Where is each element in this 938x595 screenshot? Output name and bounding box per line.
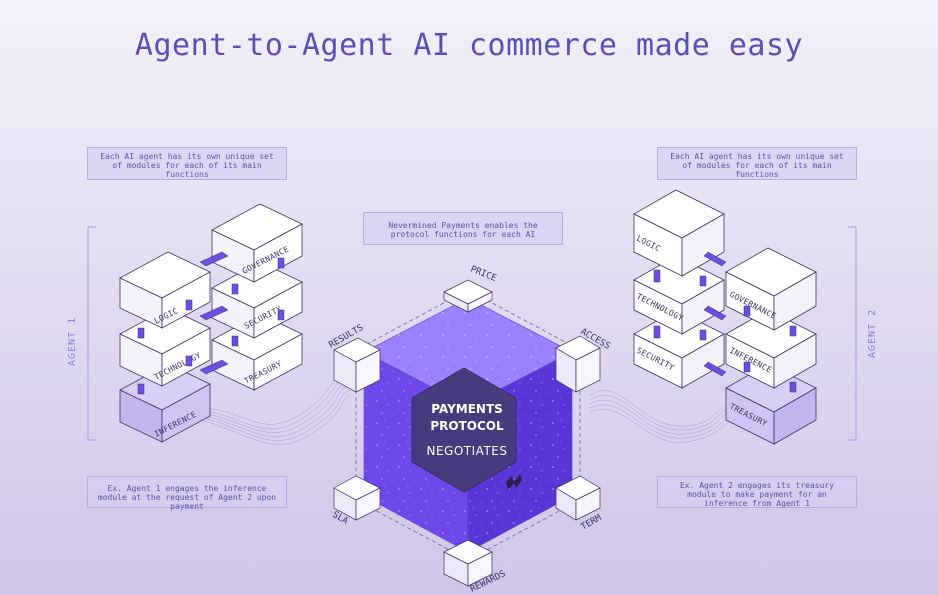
agent2-module-governance: GOVERNANCE (725, 247, 817, 331)
agent1-module-governance: GOVERNANCE (211, 203, 303, 283)
page-title: Agent-to-Agent AI commerce made easy (134, 28, 804, 63)
agent1-module-treasury: TREASURY (211, 313, 303, 391)
agent2-bracket (848, 226, 857, 441)
protocol-line3: NEGOTIATES (427, 444, 508, 458)
agent2-front-connectors (743, 305, 797, 393)
nevermined-logo-icon (506, 474, 522, 490)
agent1-label: AGENT 1 (67, 317, 78, 366)
agent1-connectors (199, 251, 285, 375)
vertex-cube-sla (333, 475, 381, 521)
agent2-module-security: SECURITY (633, 309, 725, 389)
protocol-cube: PAYMENTS PROTOCOL NEGOTIATES (355, 289, 581, 561)
vertex-label-price: PRICE (469, 265, 498, 284)
note-protocol: Nevermined Payments enables the protocol… (363, 212, 563, 245)
note-agent2-modules: Each AI agent has its own unique set of … (657, 147, 857, 180)
note-agent2-example: Ex. Agent 2 engages its treasury module … (657, 476, 857, 508)
agent1-bracket (87, 226, 96, 441)
vertex-cube-rewards (443, 539, 493, 587)
agent2-label: AGENT 2 (867, 309, 878, 358)
note-agent1-example: Ex. Agent 1 engages the inference module… (87, 476, 287, 511)
agent2-module-treasury: TREASURY (725, 363, 817, 445)
agent2-flow-lines (589, 390, 741, 443)
agent1-flow-lines (189, 369, 351, 445)
vertex-cube-results (333, 337, 381, 393)
vertex-cube-price (443, 279, 493, 313)
agent1-module-logic: LOGIC (119, 251, 211, 329)
note-agent1-modules: Each AI agent has its own unique set of … (87, 147, 287, 180)
agent2-connectors (653, 251, 727, 377)
protocol-line1: PAYMENTS (431, 402, 503, 416)
protocol-line2: PROTOCOL (430, 419, 504, 433)
agent1-module-security: SECURITY (211, 261, 303, 339)
vertex-cube-term (555, 475, 601, 521)
agent1-front-connectors (137, 299, 193, 395)
vertex-cube-access (555, 335, 601, 393)
agent2-module-logic: LOGIC (633, 189, 725, 277)
